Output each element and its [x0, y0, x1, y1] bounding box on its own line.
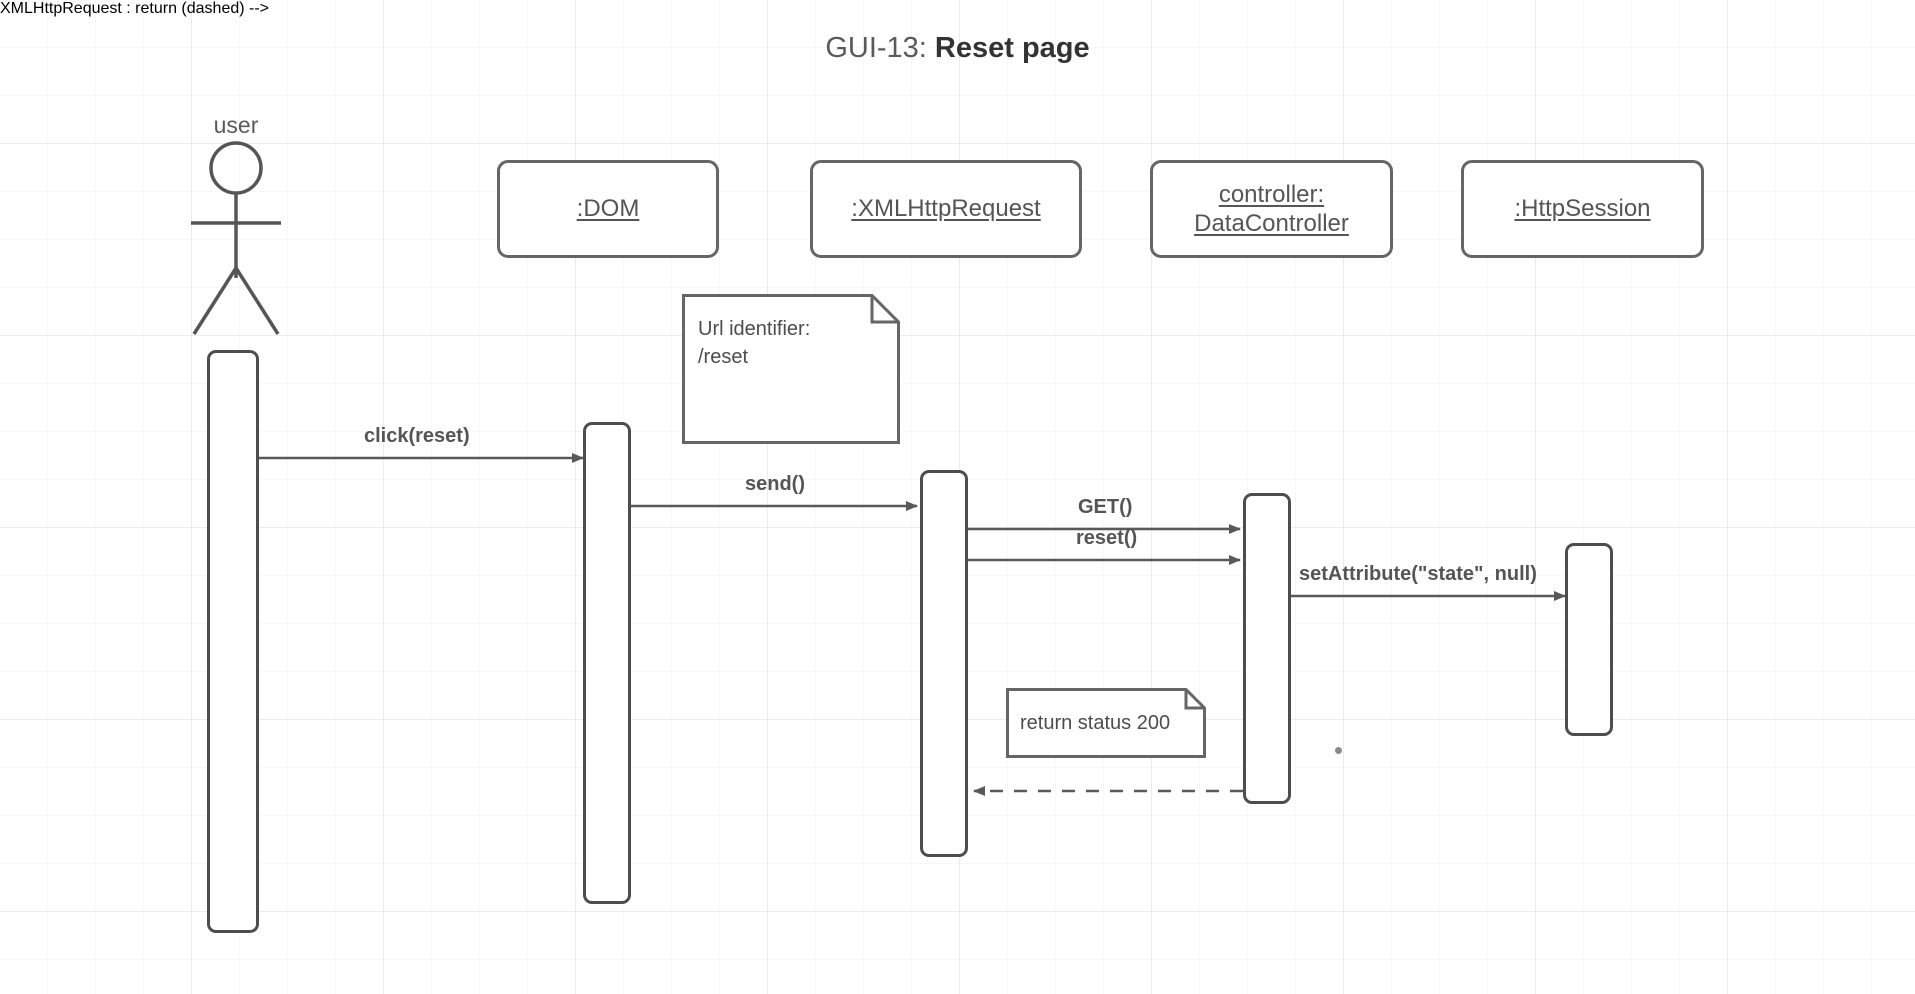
activation-bar-dom[interactable] — [583, 422, 631, 904]
message-arrow — [631, 501, 918, 511]
activation-bar-user[interactable] — [207, 350, 259, 933]
message-send[interactable]: send() — [631, 473, 923, 533]
stray-dot-artifact — [1335, 747, 1342, 754]
message-get[interactable]: GET() — [968, 496, 1246, 552]
title-name: Reset page — [934, 32, 1090, 64]
note-url-identifier[interactable]: Url identifier: /reset — [682, 294, 900, 444]
lifeline-label-xmlhttprequest: :XMLHttpRequest — [851, 195, 1041, 223]
message-return-arrow — [973, 786, 1243, 796]
message-setattribute-label: setAttribute("state", null) — [1299, 563, 1537, 585]
stick-figure-icon — [191, 141, 281, 335]
lifeline-box-controller[interactable]: controller: DataController — [1150, 160, 1393, 258]
message-click-label: click(reset) — [364, 425, 470, 447]
message-arrow — [259, 453, 584, 463]
lifeline-box-xmlhttprequest[interactable]: :XMLHttpRequest — [810, 160, 1082, 258]
note-return-status[interactable]: return status 200 — [1006, 688, 1206, 758]
note-url-identifier-text: Url identifier: /reset — [698, 318, 811, 368]
page-title: GUI-13: Reset page — [0, 32, 1915, 65]
message-send-label: send() — [745, 473, 805, 495]
activation-bar-xmlhttprequest[interactable] — [920, 470, 968, 857]
message-reset-label: reset() — [1076, 527, 1138, 549]
message-reset[interactable]: reset() — [968, 527, 1246, 583]
message-arrow — [1291, 591, 1566, 601]
message-arrow — [968, 524, 1241, 534]
note-shape — [1006, 688, 1206, 758]
message-get-label: GET() — [1078, 496, 1133, 518]
actor-user[interactable]: user — [186, 112, 286, 337]
activation-bar-controller[interactable] — [1243, 493, 1291, 804]
lifeline-label-controller-line1: controller: — [1218, 180, 1325, 208]
message-return[interactable] — [968, 780, 1246, 804]
title-id: GUI-13: — [825, 32, 927, 64]
lifeline-box-httpsession[interactable]: :HttpSession — [1461, 160, 1704, 258]
note-shape — [682, 294, 900, 444]
message-click[interactable]: click(reset) — [259, 425, 589, 485]
activation-bar-httpsession[interactable] — [1565, 543, 1613, 736]
message-arrow — [968, 555, 1241, 565]
actor-label: user — [213, 112, 259, 138]
lifeline-label-dom: :DOM — [576, 195, 640, 223]
note-return-status-text: return status 200 — [1020, 712, 1171, 734]
message-setattribute[interactable]: setAttribute("state", null) — [1291, 563, 1571, 621]
lifeline-label-httpsession: :HttpSession — [1514, 195, 1651, 223]
lifeline-label-controller-line2: DataController — [1194, 210, 1349, 237]
lifeline-box-dom[interactable]: :DOM — [497, 160, 719, 258]
